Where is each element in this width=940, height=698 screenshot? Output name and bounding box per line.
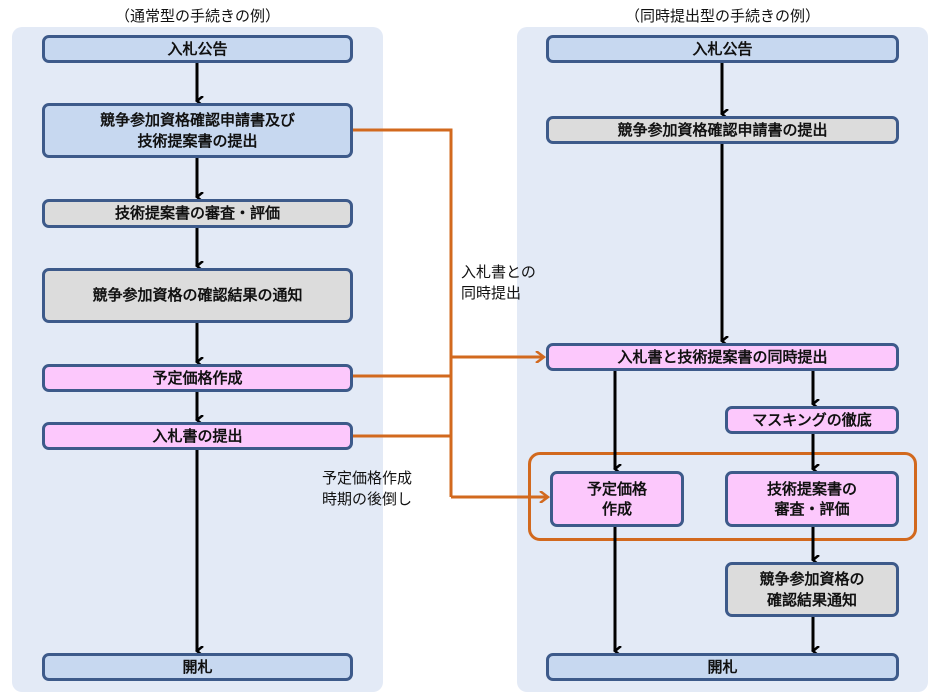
note-postpone-estimate: 予定価格作成 時期の後倒し (322, 469, 413, 508)
step-left-bid-opening: 開札 (42, 653, 353, 681)
heading-standard: （通常型の手続きの例） (114, 7, 280, 25)
step-right-bid-opening: 開札 (546, 653, 899, 681)
step-left-proposal-review: 技術提案書の審査・評価 (42, 199, 353, 228)
step-left-announcement: 入札公告 (42, 35, 353, 63)
note-simultaneous-submission: 入札書との 同時提出 (461, 263, 536, 302)
step-left-price-estimate: 予定価格作成 (42, 364, 353, 392)
step-right-application: 競争参加資格確認申請書の提出 (546, 116, 899, 144)
step-left-bid-submission: 入札書の提出 (42, 422, 353, 450)
step-right-masking: マスキングの徹底 (725, 406, 899, 434)
step-right-proposal-review: 技術提案書の 審査・評価 (725, 471, 899, 527)
connector-proposal (353, 128, 453, 497)
step-left-qualification-notice: 競争参加資格の確認結果の通知 (42, 268, 353, 323)
step-left-application-and-proposal: 競争参加資格確認申請書及び 技術提案書の提出 (42, 103, 353, 158)
step-right-announcement: 入札公告 (546, 35, 899, 63)
step-right-simultaneous-submission: 入札書と技術提案書の同時提出 (546, 343, 899, 371)
step-right-qualification-notice: 競争参加資格の 確認結果通知 (725, 562, 899, 617)
step-right-price-estimate: 予定価格 作成 (550, 471, 684, 527)
heading-simultaneous: （同時提出型の手続きの例） (624, 7, 820, 25)
